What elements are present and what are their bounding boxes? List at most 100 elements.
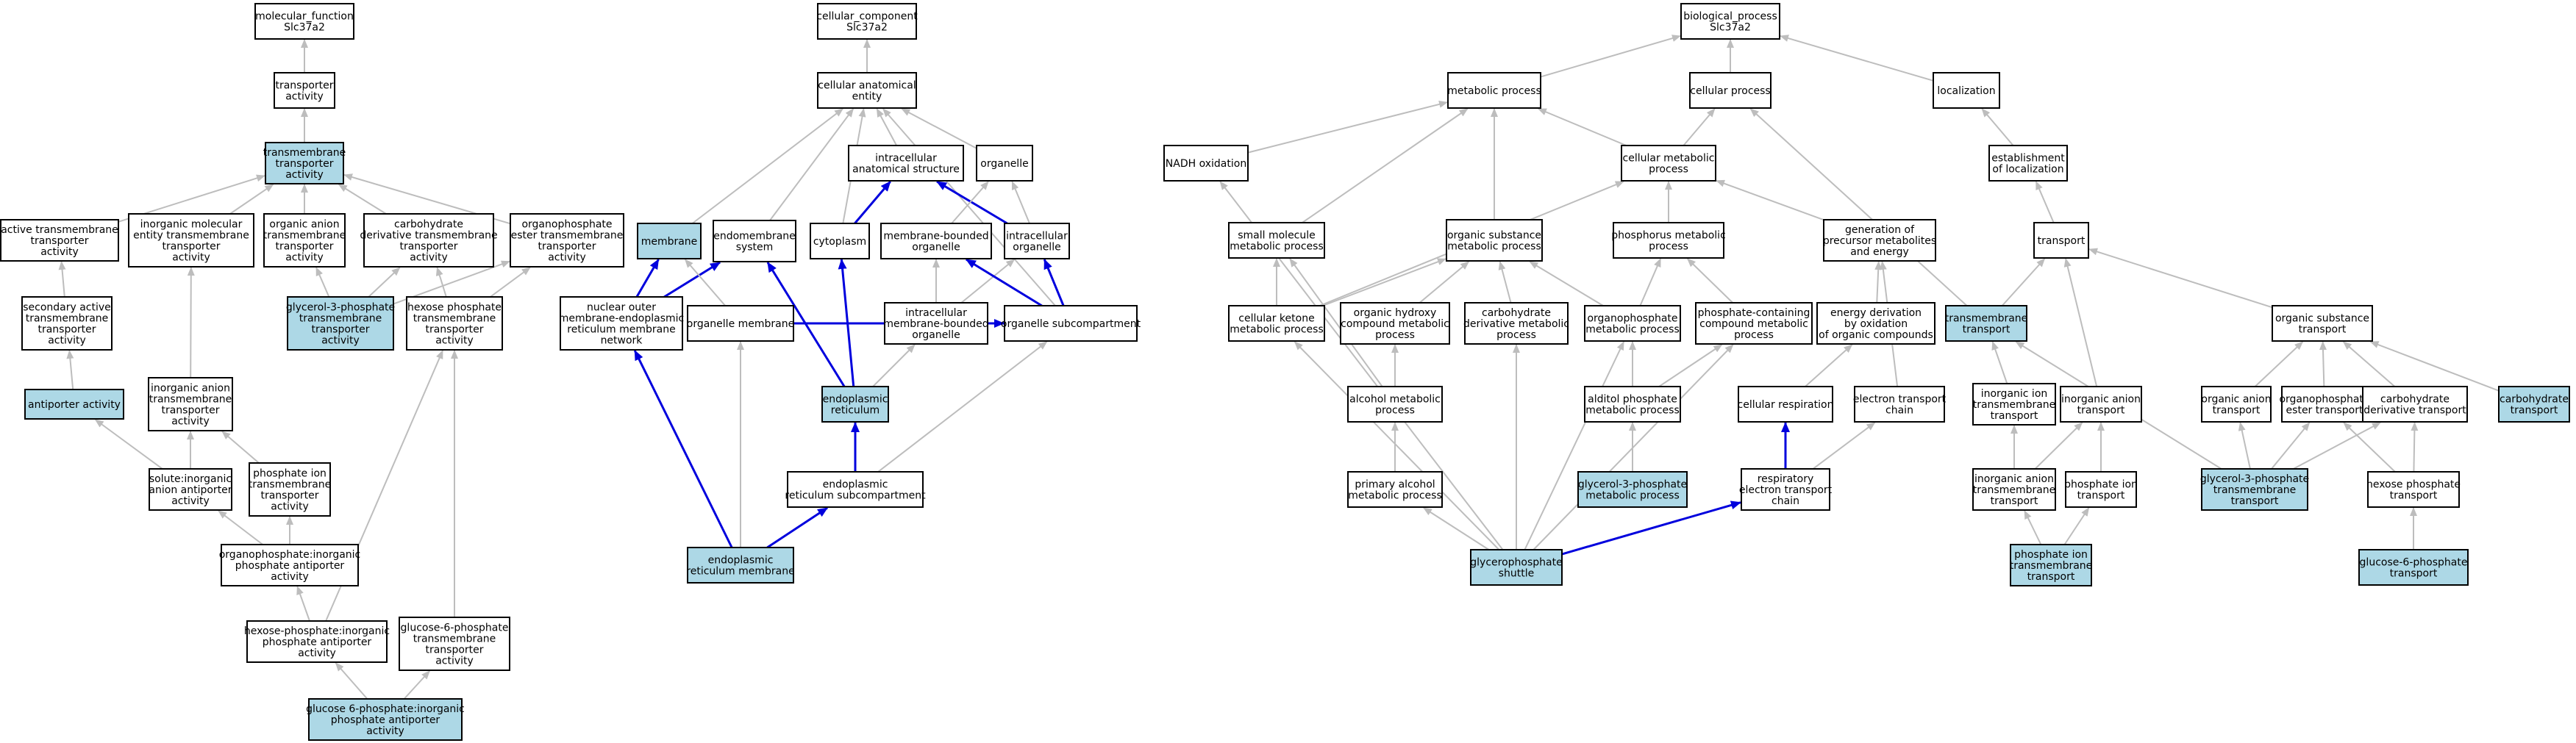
- node-box: [687, 547, 794, 584]
- node-label-line: transporter: [538, 241, 596, 253]
- node-label-line: transport: [2511, 405, 2558, 417]
- go-term-node-aa[interactable]: antiporter activity: [24, 389, 124, 420]
- node-box: [2358, 549, 2469, 586]
- go-term-node-osc[interactable]: organelle subcompartment: [1001, 305, 1141, 342]
- node-label-line: process: [1375, 329, 1415, 341]
- go-term-node-cyt[interactable]: cytoplasm: [810, 223, 870, 259]
- go-term-node-mem[interactable]: membrane: [637, 223, 702, 259]
- go-term-node-loc[interactable]: localization: [1933, 72, 2000, 109]
- edge-erm-to-ersc: [766, 506, 828, 549]
- node-box: [1347, 471, 1443, 508]
- go-term-node-iatta[interactable]: inorganic aniontransmembranetransportera…: [148, 377, 233, 431]
- node-label-line: membrane-bounded: [883, 231, 988, 243]
- node-label-line: by oxidation: [1844, 318, 1908, 330]
- go-term-node-g3ptt[interactable]: glycerol-3-phosphatetransmembranetranspo…: [2200, 468, 2309, 511]
- edge-tmt-to-cp: [1749, 108, 1968, 306]
- go-term-node-cr[interactable]: cellular respiration: [1738, 386, 1834, 423]
- go-term-node-pitta[interactable]: phosphate iontransmembranetransporteract…: [249, 462, 332, 517]
- node-box: [1004, 305, 1138, 342]
- node-label-line: cellular process: [1690, 85, 1770, 97]
- go-term-node-nomer[interactable]: nuclear outermembrane-endoplasmicreticul…: [559, 296, 684, 351]
- go-term-node-g6ptta[interactable]: glucose-6-phosphatetransmembranetranspor…: [399, 617, 510, 671]
- go-term-node-tr[interactable]: transport: [2033, 222, 2089, 259]
- node-label-line: activity: [172, 252, 210, 264]
- go-term-node-cp[interactable]: cellular process: [1689, 72, 1772, 109]
- node-label-line: Slc37a2: [284, 22, 325, 34]
- node-label-line: electron transport: [1853, 394, 1947, 406]
- go-term-node-oatta[interactable]: organic aniontransmembranetransporteract…: [263, 213, 346, 268]
- go-term-node-org[interactable]: organelle: [976, 145, 1033, 182]
- edge-ost-to-tr: [2088, 248, 2273, 309]
- node-label-line: transport: [2299, 324, 2347, 336]
- node-label-line: transmembrane: [413, 313, 496, 325]
- go-term-node-nadh[interactable]: NADH oxidation: [1163, 145, 1249, 182]
- edge-oet-to-ost: [2319, 341, 2327, 387]
- edge-osc-to-io: [1043, 259, 1065, 306]
- node-label-line: activity: [48, 335, 86, 347]
- edge-imetta-to-tmta: [229, 184, 274, 215]
- go-term-node-satta[interactable]: secondary activetransmembranetransporter…: [21, 296, 113, 351]
- go-term-node-om[interactable]: organelle membrane: [687, 305, 794, 342]
- node-label-line: compound metabolic: [1341, 318, 1449, 330]
- go-term-node-hptta[interactable]: hexose phosphatetransmembranetransporter…: [406, 296, 503, 351]
- go-term-node-g3ptta[interactable]: glycerol-3-phosphatetransmembranetranspo…: [286, 296, 395, 351]
- go-term-node-mp[interactable]: metabolic process: [1447, 72, 1541, 109]
- node-label-line: transport: [1991, 495, 2038, 507]
- node-label-line: glucose 6-phosphate:inorganic: [306, 703, 465, 715]
